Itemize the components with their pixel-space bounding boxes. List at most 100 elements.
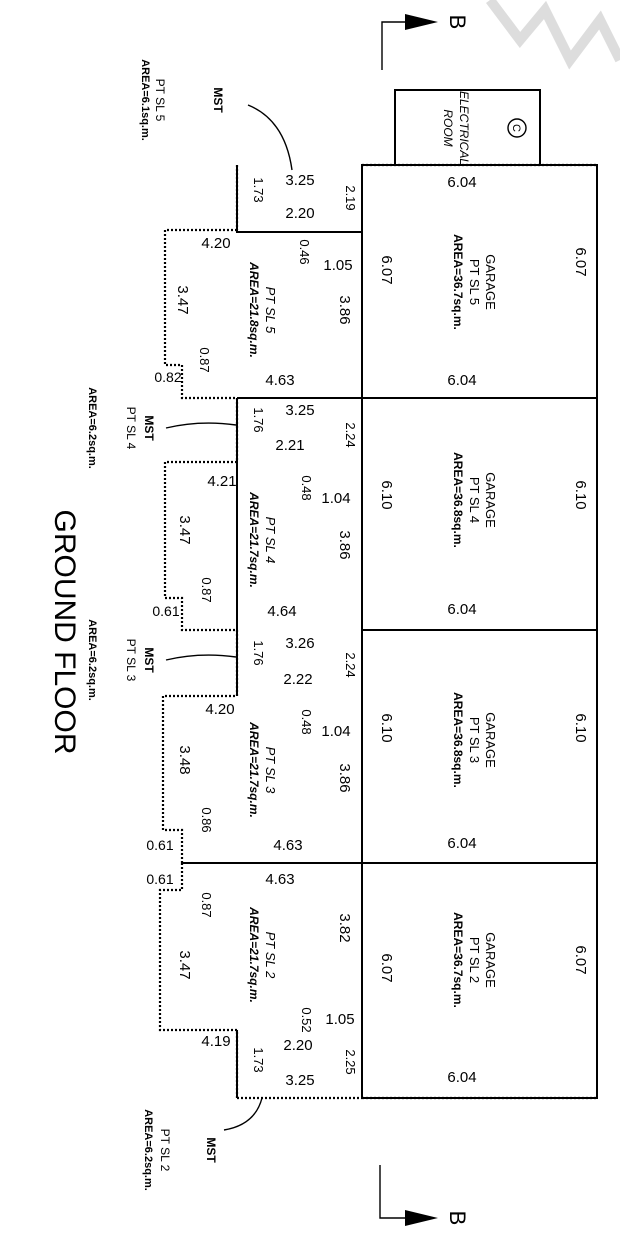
- dim-bottom: 6.04: [447, 1069, 476, 1086]
- dim-left: 3.47: [174, 285, 191, 314]
- garage-4: GARAGE PT SL 4 AREA=36.8sq.m. 6.10 6.10 …: [378, 452, 589, 618]
- room-plot: PT SL 4: [263, 517, 278, 564]
- electrical-symbol-label: C: [510, 124, 522, 132]
- room-2: PT SL 2 AREA=21.7sq.m. 4.63 3.82 1.05 0.…: [146, 871, 354, 1050]
- dim-left: 1.76: [251, 640, 266, 665]
- dim-notch-2: 1.05: [323, 257, 352, 274]
- garage-plot: PT SL 4: [467, 477, 482, 523]
- dim-bottom: 3.25: [285, 1072, 314, 1089]
- unit-2: GARAGE PT SL 2 AREA=36.7sq.m. 6.07 6.07 …: [142, 871, 589, 1191]
- dim-top: 4.20: [205, 701, 234, 718]
- dim-right: 2.25: [343, 1049, 358, 1074]
- garage-area: AREA=36.7sq.m.: [451, 234, 465, 330]
- dim-top: 2.20: [283, 1037, 312, 1054]
- dim-left: 6.07: [378, 255, 395, 284]
- dim-bottom: 2.22: [283, 671, 312, 688]
- garage-plot: PT SL 2: [467, 937, 482, 983]
- section-marker-top: B: [381, 14, 470, 70]
- electrical-room-label-2: ROOM: [441, 109, 455, 146]
- mst-area: AREA=6.2sq.m.: [86, 619, 98, 701]
- dim-left: 1.73: [251, 177, 266, 202]
- garage-name: GARAGE: [483, 472, 498, 528]
- dim-top: 4.21: [207, 473, 236, 490]
- unit-5: GARAGE PT SL 5 AREA=36.7sq.m. 6.04 6.07 …: [139, 59, 589, 389]
- dim-right: 6.10: [572, 713, 589, 742]
- dim-bottom: 4.63: [265, 372, 294, 389]
- section-marker-top-label: B: [445, 15, 470, 30]
- dim-right: 6.07: [572, 247, 589, 276]
- dim-bottom: 4.64: [267, 603, 296, 620]
- dim-right: 3.82: [336, 913, 353, 942]
- dim-notch: 0.52: [299, 1007, 314, 1032]
- dim-left: 3.47: [176, 515, 193, 544]
- dim-top: 3.25: [285, 172, 314, 189]
- room-area: AREA=21.7sq.m.: [247, 906, 261, 1003]
- dim-notch-2: 1.04: [321, 490, 350, 507]
- dim-notch-depth: 0.61: [146, 871, 173, 887]
- dim-bottom: 4.63: [273, 837, 302, 854]
- dim-right: 2.19: [343, 185, 358, 210]
- dim-notch-2: 1.05: [325, 1011, 354, 1028]
- mst-plot: PT SL 5: [153, 79, 167, 122]
- dim-top: 6.04: [447, 174, 476, 191]
- mst-plot: PT SL 3: [124, 639, 138, 682]
- electrical-symbol: [507, 118, 527, 138]
- dim-top: 3.25: [285, 402, 314, 419]
- room-plot: PT SL 5: [263, 287, 278, 335]
- dim-bottom: 6.04: [447, 835, 476, 852]
- mst-2-callout: MST PT SL 2 AREA=6.2sq.m.: [142, 1097, 263, 1191]
- mst-5-callout: MST PT SL 5 AREA=6.1sq.m.: [139, 59, 293, 171]
- garage-area: AREA=36.8sq.m.: [451, 692, 465, 788]
- mst-label: MST: [142, 415, 156, 441]
- dim-notch-depth: 0.61: [146, 837, 173, 853]
- dim-right: 2.24: [343, 652, 358, 677]
- garage-area: AREA=36.7sq.m.: [451, 912, 465, 1008]
- unit-4: GARAGE PT SL 4 AREA=36.8sq.m. 6.10 6.10 …: [86, 387, 589, 620]
- mst-2: 2.20 2.25 1.73 3.25: [251, 1037, 358, 1089]
- mst-5: 3.25 2.19 1.73 2.20: [251, 172, 358, 222]
- mst-4-callout: MST PT SL 4 AREA=6.2sq.m.: [86, 387, 237, 469]
- mst-label: MST: [142, 647, 156, 673]
- dim-right: 3.86: [336, 530, 353, 559]
- room-plot: PT SL 2: [263, 932, 278, 980]
- garage-2: GARAGE PT SL 2 AREA=36.7sq.m. 6.07 6.07 …: [378, 912, 589, 1086]
- dim-right: 3.86: [336, 295, 353, 324]
- section-marker-bottom-label: B: [445, 1211, 470, 1226]
- dim-notch-depth: 0.61: [152, 603, 179, 619]
- dim-right: 6.10: [572, 480, 589, 509]
- dim-notch-side: 0.87: [197, 347, 212, 372]
- room-4: PT SL 4 AREA=21.7sq.m. 4.21 0.48 1.04 3.…: [152, 473, 353, 620]
- garage-5: GARAGE PT SL 5 AREA=36.7sq.m. 6.04 6.07 …: [378, 174, 589, 389]
- room-area: AREA=21.7sq.m.: [247, 721, 261, 818]
- garage-name: GARAGE: [483, 932, 498, 988]
- dim-left: 3.47: [176, 950, 193, 979]
- dim-notch-side: 0.87: [199, 577, 214, 602]
- dim-bottom: 4.19: [201, 1033, 230, 1050]
- mst-area: AREA=6.2sq.m.: [86, 387, 98, 469]
- dim-left: 6.10: [378, 713, 395, 742]
- room-plot: PT SL 3: [263, 747, 278, 795]
- mst-3-callout: MST PT SL 3 AREA=6.2sq.m.: [86, 619, 237, 701]
- dim-bottom: 2.21: [275, 437, 304, 454]
- dim-bottom: 2.20: [285, 205, 314, 222]
- dim-top: 3.26: [285, 635, 314, 652]
- dim-notch: 0.46: [297, 239, 312, 264]
- dim-top: 4.63: [265, 871, 294, 888]
- dim-left: 1.76: [251, 407, 266, 432]
- dim-left: 1.73: [251, 1047, 266, 1072]
- dim-notch: 0.48: [299, 475, 314, 500]
- electrical-room-label: ELECTRICAL: [457, 91, 471, 165]
- mst-area: AREA=6.2sq.m.: [142, 1109, 154, 1191]
- garage-block: [361, 163, 598, 1100]
- dim-right: 6.07: [572, 945, 589, 974]
- dim-right: 3.86: [336, 763, 353, 792]
- garage-3: GARAGE PT SL 3 AREA=36.8sq.m. 6.10 6.10 …: [378, 692, 589, 852]
- garage-area: AREA=36.8sq.m.: [451, 452, 465, 548]
- garage-plot: PT SL 5: [467, 259, 482, 305]
- dim-top: 4.20: [201, 235, 230, 252]
- dim-left: 6.07: [378, 953, 395, 982]
- room-area: AREA=21.7sq.m.: [247, 491, 261, 588]
- dim-notch-side: 0.87: [199, 892, 214, 917]
- room-area: AREA=21.8sq.m.: [247, 261, 261, 358]
